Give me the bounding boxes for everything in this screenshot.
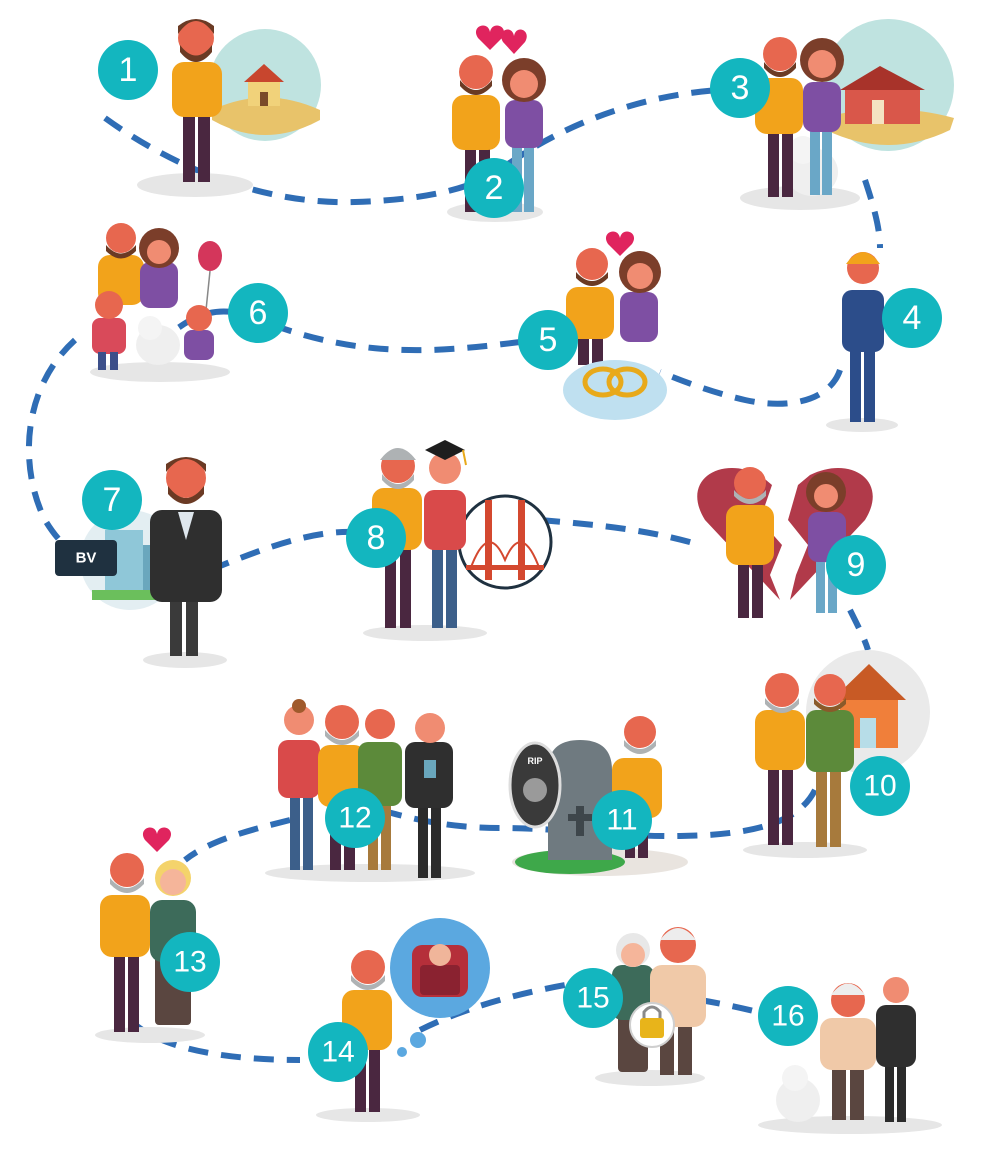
step-number-8: 8 bbox=[367, 519, 386, 557]
step-badge-12: 12 bbox=[325, 788, 385, 848]
son-figure bbox=[806, 674, 854, 847]
woman-figure bbox=[619, 251, 661, 342]
scene-8 bbox=[363, 440, 553, 641]
scene-16 bbox=[758, 977, 942, 1134]
step-badge-9: 9 bbox=[826, 535, 886, 595]
bridge-icon bbox=[466, 500, 544, 580]
portrait-rip-label: RIP bbox=[527, 756, 542, 766]
graduation-cap-icon bbox=[425, 440, 467, 466]
scene-12 bbox=[265, 699, 475, 882]
step-number-9: 9 bbox=[847, 546, 866, 584]
step-badge-11: 11 bbox=[592, 790, 652, 850]
step-number-14: 14 bbox=[321, 1036, 354, 1069]
step-number-12: 12 bbox=[338, 802, 371, 835]
dog-icon bbox=[136, 316, 180, 365]
scene-10 bbox=[743, 650, 930, 858]
grandfather-figure bbox=[100, 853, 150, 1032]
scene-4 bbox=[826, 252, 898, 432]
step-number-2: 2 bbox=[485, 169, 504, 207]
step-badge-15: 15 bbox=[563, 968, 623, 1028]
girl-figure bbox=[184, 305, 214, 360]
graduate-figure bbox=[424, 440, 467, 628]
house-icon bbox=[840, 66, 925, 124]
step-number-1: 1 bbox=[119, 51, 138, 89]
step-badge-2: 2 bbox=[464, 158, 524, 218]
man-figure bbox=[566, 248, 614, 365]
grandfather-figure bbox=[755, 673, 805, 845]
step-number-3: 3 bbox=[731, 69, 750, 107]
step-badge-10: 10 bbox=[850, 756, 910, 816]
dog-icon bbox=[776, 1065, 820, 1122]
step-badge-1: 1 bbox=[98, 40, 158, 100]
scene-13 bbox=[95, 827, 205, 1043]
company-sign-label: BV bbox=[76, 550, 97, 567]
padlock-icon bbox=[629, 1002, 675, 1048]
scene-6 bbox=[90, 223, 230, 382]
step-badge-5: 5 bbox=[518, 310, 578, 370]
man-figure bbox=[172, 19, 222, 182]
worker-figure bbox=[842, 252, 884, 422]
businessman-figure bbox=[150, 457, 222, 656]
scene-15 bbox=[595, 927, 706, 1086]
woman-figure bbox=[278, 699, 320, 870]
scene-11: RIP bbox=[508, 716, 688, 876]
advisor-figure bbox=[405, 713, 453, 878]
wedding-rings-icon bbox=[582, 366, 648, 398]
heart-icon bbox=[605, 231, 635, 256]
heart-icon bbox=[142, 827, 172, 852]
scene-14 bbox=[316, 918, 490, 1122]
step-number-4: 4 bbox=[903, 299, 922, 337]
armchair-icon bbox=[412, 944, 468, 997]
step-badge-3: 3 bbox=[710, 58, 770, 118]
step-badge-7: 7 bbox=[82, 470, 142, 530]
step-badge-6: 6 bbox=[228, 283, 288, 343]
bridge-bubble bbox=[457, 494, 553, 590]
scene-3 bbox=[740, 19, 954, 210]
scene-7: BV bbox=[55, 457, 227, 668]
step-badge-8: 8 bbox=[346, 508, 406, 568]
house-icon bbox=[244, 64, 284, 106]
scene-1 bbox=[137, 19, 321, 197]
step-number-7: 7 bbox=[103, 481, 122, 519]
step-number-16: 16 bbox=[771, 1000, 804, 1033]
step-number-5: 5 bbox=[539, 321, 558, 359]
heart-icon bbox=[475, 25, 527, 54]
woman-figure bbox=[800, 38, 844, 195]
woman-figure bbox=[502, 58, 546, 212]
step-number-13: 13 bbox=[173, 946, 206, 979]
woman-figure bbox=[139, 228, 179, 308]
grandfather-figure bbox=[650, 927, 706, 1075]
step-badge-13: 13 bbox=[160, 932, 220, 992]
portrait-photo: RIP bbox=[508, 741, 562, 829]
grandfather-figure bbox=[726, 467, 774, 618]
step-badge-16: 16 bbox=[758, 986, 818, 1046]
boy-figure bbox=[92, 291, 126, 370]
step-number-6: 6 bbox=[249, 294, 268, 332]
advisor-figure bbox=[876, 977, 916, 1122]
grandfather-figure bbox=[820, 983, 876, 1120]
step-badge-4: 4 bbox=[882, 288, 942, 348]
scene-5 bbox=[563, 231, 667, 420]
step-number-11: 11 bbox=[606, 804, 637, 837]
company-sign: BV bbox=[55, 540, 117, 576]
step-badge-14: 14 bbox=[308, 1022, 368, 1082]
step-number-10: 10 bbox=[863, 770, 896, 803]
step-number-15: 15 bbox=[576, 982, 609, 1015]
